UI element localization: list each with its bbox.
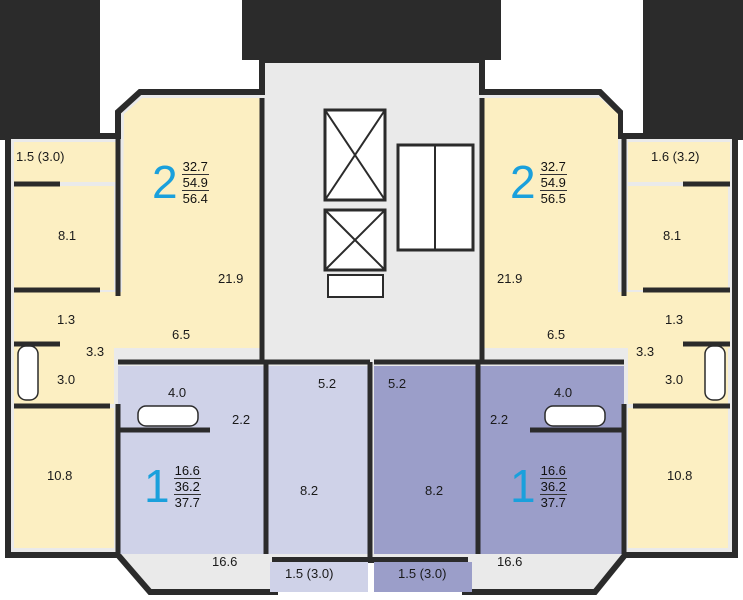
total-area: 36.2	[539, 479, 567, 495]
total-area: 36.2	[173, 479, 201, 495]
apartment-1room-left	[118, 366, 370, 592]
room-area-1room-left: 16.6	[212, 554, 238, 569]
hall-area-left: 3.3	[86, 344, 105, 359]
bathroom-area-left: 1.3	[57, 312, 76, 327]
interior-walls	[14, 98, 730, 560]
total-area-balcony: 56.4	[182, 191, 208, 206]
kitchen-area-1room-left: 8.2	[300, 483, 319, 498]
total-area: 54.9	[181, 175, 209, 191]
apartment-badge-1room-right: 1 16.6 36.2 37.7	[510, 460, 567, 512]
kitchen-area-1room-right: 8.2	[425, 483, 444, 498]
apartment-rooms-count: 1	[510, 460, 536, 512]
stair-core	[323, 108, 475, 298]
balcony-area-bottom-right: 1.5 (3.0)	[398, 566, 447, 581]
total-area: 54.9	[539, 175, 567, 191]
living-area: 32.7	[181, 159, 209, 175]
entry-area-1room-left: 5.2	[318, 376, 337, 391]
apartment-1room-right	[374, 366, 626, 592]
wall-block-tl	[0, 0, 100, 140]
wc-area-right: 3.0	[665, 372, 684, 387]
apartment-2room-right	[482, 98, 730, 548]
balcony-area-bottom-left: 1.5 (3.0)	[285, 566, 334, 581]
bathtub-right	[544, 345, 726, 427]
bathtub-left	[17, 345, 199, 427]
corridor-area-left: 6.5	[172, 327, 191, 342]
living-room-area-right: 21.9	[497, 271, 523, 286]
total-area-balcony: 56.5	[540, 191, 566, 206]
wc-area-left: 3.0	[57, 372, 76, 387]
apartment-badge-1room-left: 1 16.6 36.2 37.7	[144, 460, 201, 512]
balcony-area-top-right: 1.6 (3.2)	[651, 149, 700, 164]
room-area-bottom-right: 10.8	[667, 468, 693, 483]
bathroom-area-right: 1.3	[665, 312, 684, 327]
apartment-badge-2room-right: 2 32.7 54.9 56.5	[510, 156, 567, 208]
total-area-balcony: 37.7	[174, 495, 200, 510]
total-area-balcony: 37.7	[540, 495, 566, 510]
wall-block-tr	[643, 0, 743, 140]
kitchen-area-left: 8.1	[58, 228, 77, 243]
apartment-badge-2room-left: 2 32.7 54.9 56.4	[152, 156, 209, 208]
living-area: 16.6	[173, 463, 201, 479]
hall-area-1room-left: 2.2	[232, 412, 251, 427]
living-room-area-left: 21.9	[218, 271, 244, 286]
balcony-area-top-left: 1.5 (3.0)	[16, 149, 65, 164]
corridor-area-right: 6.5	[547, 327, 566, 342]
apartment-rooms-count: 1	[144, 460, 170, 512]
apartment-rooms-count: 2	[510, 156, 536, 208]
kitchen-area-right: 8.1	[663, 228, 682, 243]
apartment-rooms-count: 2	[152, 156, 178, 208]
living-area: 32.7	[539, 159, 567, 175]
hall-area-1room-right: 2.2	[490, 412, 509, 427]
entry-area-1room-right: 5.2	[388, 376, 407, 391]
hall-area-right: 3.3	[636, 344, 655, 359]
room-area-bottom-left: 10.8	[47, 468, 73, 483]
wall-block-top	[242, 0, 501, 60]
bathroom-area-1room-right: 4.0	[554, 385, 573, 400]
living-area: 16.6	[539, 463, 567, 479]
room-area-1room-right: 16.6	[497, 554, 523, 569]
bathroom-area-1room-left: 4.0	[168, 385, 187, 400]
